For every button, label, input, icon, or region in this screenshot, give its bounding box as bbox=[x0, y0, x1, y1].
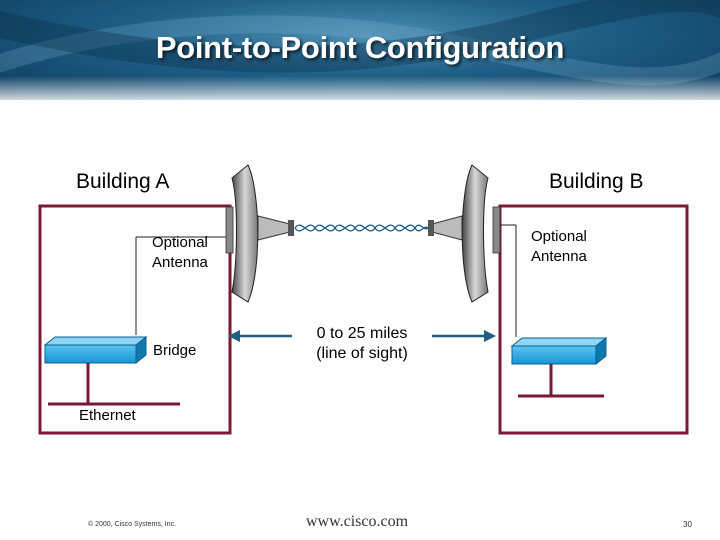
slide-title: Point-to-Point Configuration bbox=[155, 30, 565, 65]
arrow-left-icon bbox=[228, 330, 240, 342]
wireless-signal-icon bbox=[294, 224, 429, 232]
title-banner: Point-to-Point Configuration bbox=[0, 0, 720, 100]
antenna-b-label-line2: Antenna bbox=[531, 248, 587, 265]
antenna-a-label-line2: Antenna bbox=[152, 254, 208, 271]
building-b-label: Building B bbox=[549, 170, 644, 193]
distance-label-line2: (line of sight) bbox=[316, 345, 408, 362]
footer-copyright: © 2000, Cisco Systems, Inc. bbox=[88, 521, 177, 528]
bridge-a-icon bbox=[43, 335, 148, 365]
antenna-b-icon bbox=[428, 164, 501, 303]
building-a-label: Building A bbox=[76, 170, 170, 193]
bridge-label: Bridge bbox=[153, 342, 197, 359]
antenna-a-icon bbox=[225, 164, 294, 303]
building-a-box bbox=[38, 204, 232, 435]
page-number: 30 bbox=[683, 520, 692, 529]
distance-label-line1: 0 to 25 miles bbox=[316, 325, 408, 342]
antenna-a-label-line1: Optional bbox=[152, 234, 208, 251]
antenna-b-label-line1: Optional bbox=[531, 228, 587, 245]
bridge-b-icon bbox=[510, 336, 608, 366]
banner-swirl bbox=[0, 0, 720, 86]
footer-url: www.cisco.com bbox=[306, 513, 409, 530]
building-b-box bbox=[498, 204, 689, 435]
arrow-right-icon bbox=[484, 330, 496, 342]
banner-fade bbox=[0, 76, 720, 100]
ethernet-label: Ethernet bbox=[79, 407, 136, 424]
